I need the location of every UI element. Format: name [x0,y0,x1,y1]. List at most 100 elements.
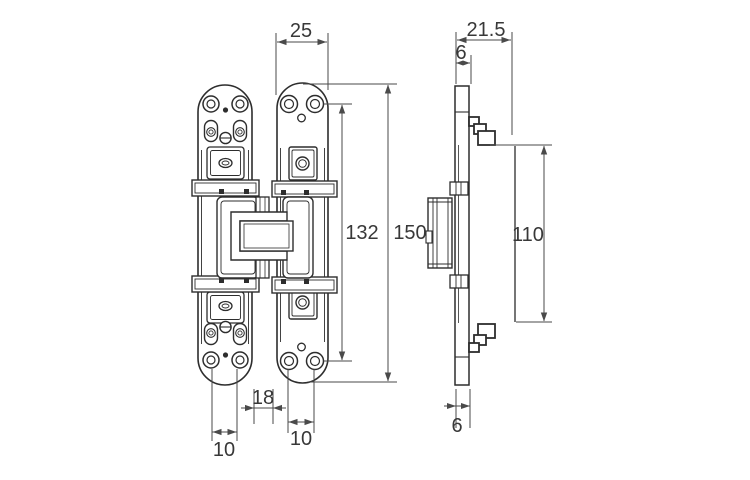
adjuster-slot-hole-inner [221,160,230,166]
slot-ring [235,127,245,137]
screw-hole-inner [283,355,295,367]
side-leaf-profile [425,197,453,269]
dim-body-height-110: 110 [490,144,552,323]
adjuster-slot-hole [218,300,233,312]
dim-label: 10 [290,428,312,450]
arrowhead [317,38,327,46]
pivot-pin [281,279,286,284]
adjuster-inner [291,149,315,178]
arrowhead [338,351,346,361]
screw-hole [231,351,249,369]
linkage-center-block [239,220,294,252]
screw-hole-inner [309,355,321,367]
pivot-pin [304,279,309,284]
arrowhead [457,36,467,44]
arrowhead [227,428,237,436]
dim-label: 132 [345,222,378,244]
dim-label: 110 [512,224,544,246]
dim-hole-span-132: 132 [324,103,379,362]
pivot-pin [244,189,249,194]
bracket-step [473,334,487,346]
bracket-step [468,342,480,353]
pivot-pin [219,278,224,283]
arrowhead [463,60,470,66]
dim-leaf-width-25: 25 [275,20,329,95]
left-leaf-holes [202,95,249,369]
arrowhead [384,372,392,382]
dim-top-thickness-6: 6 [455,42,472,84]
pivot-pin [281,190,286,195]
screw-hole-inner [235,355,245,365]
arrowhead [245,404,254,412]
nut-body [449,274,469,289]
slot-ring [206,328,216,338]
dim-bottom-thickness-6: 6 [444,389,471,437]
arrowhead [288,418,298,426]
dim-label: 10 [213,439,235,461]
pivot-pin [304,190,309,195]
arrowhead [456,60,463,66]
dim-label: 150 [393,222,426,244]
pivot-hole-inner [298,159,307,168]
dim-label: 21.5 [467,19,506,41]
dim-label: 25 [290,20,312,42]
slot-ring-inner [237,330,243,336]
screw-hole [305,351,325,371]
dim-left-hole-spacing-10: 10 [211,369,238,461]
dimensions: 25 132 150 18 [211,19,552,461]
adjuster-slot-hole [218,157,233,169]
slot-hole [232,322,248,346]
screw-hole-inner [206,355,216,365]
dim-total-height-150: 150 [303,83,427,383]
arrowhead [304,418,314,426]
pin-dot [222,107,229,113]
arrowhead [461,403,470,409]
dim-label: 18 [252,387,274,409]
dim-right-hole-spacing-10: 10 [287,369,315,450]
screw-hole-inner [283,98,295,110]
pivot-pin [219,189,224,194]
slot-ring-inner [208,330,214,336]
right-leaf-holes [279,94,325,371]
arrowhead [540,145,548,155]
screw-hole [231,95,249,113]
adjuster-plate [206,291,245,324]
nut-body [449,181,469,196]
side-top-bracket [468,116,496,146]
right-leaf-adjuster-top [288,146,318,181]
side-bottom-bracket [468,323,496,353]
arrowhead [277,38,287,46]
arrowhead [447,403,456,409]
folding-linkage [216,196,314,279]
pivot-hole [295,295,310,310]
slot-ring [235,328,245,338]
arrowhead [212,428,222,436]
screw-hole [202,95,220,113]
arrowhead [273,404,282,412]
dim-leaf-gap-18: 18 [241,387,286,424]
housing-bar-inner [194,182,257,194]
dim-label: 6 [451,415,462,437]
adjuster-slot-hole-inner [221,303,230,309]
side-plate [454,85,470,386]
slot-ring-inner [208,129,214,135]
slot-hole [203,119,219,143]
left-leaf-adjuster-bottom [206,291,245,324]
screw-hole-inner [309,98,321,110]
screw-hole [279,94,299,114]
screw-hole [305,94,325,114]
small-hole [297,113,306,123]
arrowhead [384,84,392,94]
pin-dot [222,352,229,358]
adjuster-inner [210,150,241,176]
pivot-hole-inner [298,298,307,307]
housing-bar [191,179,260,197]
arrowhead [338,104,346,114]
left-leaf-adjuster-top [206,146,245,180]
pivot-pin [244,278,249,283]
slot-ring [206,127,216,137]
small-hole [297,342,306,352]
pivot-hole [295,156,310,171]
